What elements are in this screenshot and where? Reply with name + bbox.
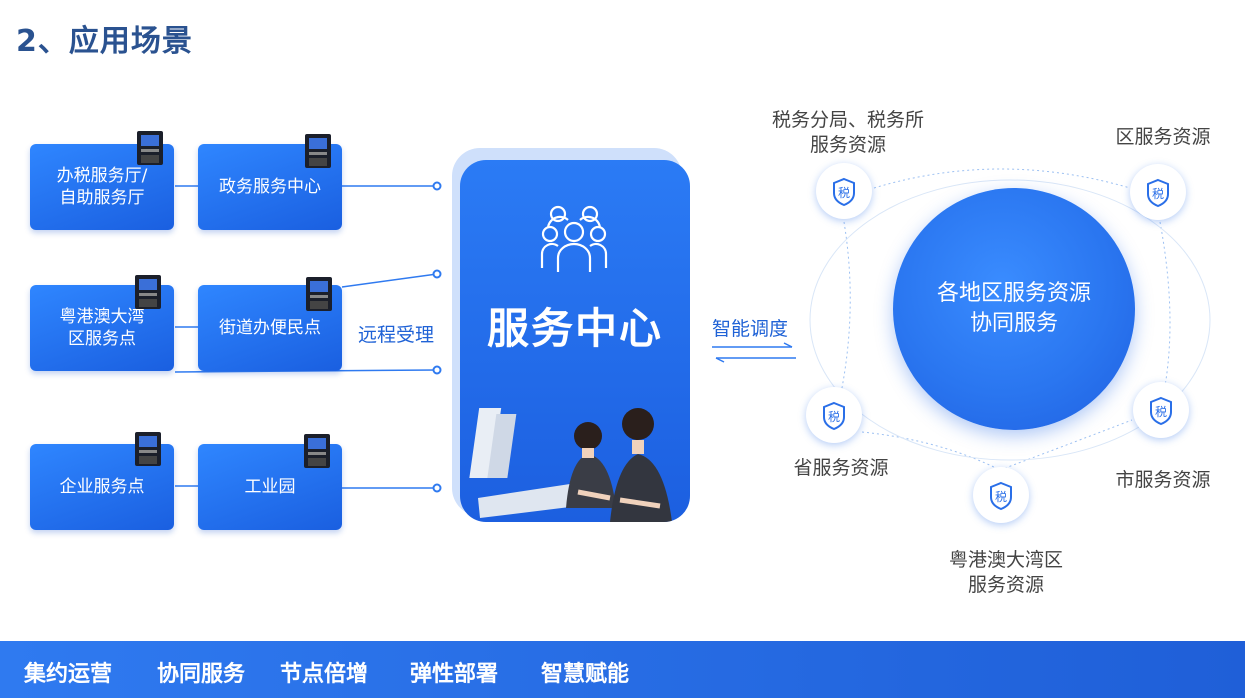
hub-line-1: 各地区服务资源 [936, 281, 1091, 306]
footer-bar: 集约运营 协同服务 节点倍增 弹性部署 智慧赋能 [0, 641, 1245, 698]
box-label-line: 工业园 [244, 477, 296, 497]
resource-label-line: 区服务资源 [1115, 126, 1211, 148]
box-label-line: 政务服务中心 [219, 177, 321, 197]
badge-text: 税 [1152, 187, 1164, 201]
tax-badge-icon: 税 [816, 163, 872, 219]
footer-item: 节点倍增 [280, 662, 369, 687]
kiosk-icon [137, 131, 163, 165]
badge-text: 税 [1155, 405, 1167, 419]
footer-item: 协同服务 [157, 662, 246, 687]
resource-label-line: 省服务资源 [793, 457, 889, 479]
tax-badge-icon: 税 [973, 467, 1029, 523]
kiosk-icon [305, 134, 331, 168]
footer-item: 弹性部署 [410, 662, 499, 687]
resource-hub: 各地区服务资源 协同服务 [893, 188, 1135, 430]
resource-label-line: 服务资源 [809, 134, 886, 156]
resource-label-line: 税务分局、税务所 [771, 109, 924, 131]
hub-line-2: 协同服务 [969, 311, 1058, 336]
kiosk-icon [306, 277, 332, 311]
resource-label-province: 省服务资源 [786, 456, 896, 481]
footer-item: 智慧赋能 [541, 662, 630, 687]
resource-label-bureau: 税务分局、税务所 服务资源 [762, 108, 934, 158]
team-icon [540, 205, 608, 272]
kiosk-icon [135, 275, 161, 309]
resource-label-district: 区服务资源 [1108, 125, 1218, 150]
badge-text: 税 [995, 490, 1007, 504]
service-center-title: 服务中心 [486, 304, 663, 353]
resource-label-line: 市服务资源 [1115, 469, 1211, 491]
resource-label-gba: 粤港澳大湾区 服务资源 [940, 548, 1072, 598]
smart-scheduling-label: 智能调度 [712, 318, 789, 340]
box-label-line: 街道办便民点 [219, 318, 321, 338]
box-label-line: 区服务点 [68, 329, 136, 349]
kiosk-icon [135, 432, 161, 466]
service-point-gba: 粤港澳大湾区服务点 [30, 285, 174, 371]
box-label-line: 办税服务厅/ [56, 166, 148, 186]
call-center-illustration [469, 408, 672, 522]
box-label-line: 粤港澳大湾 [59, 307, 145, 327]
remote-accept-label: 远程受理 [358, 324, 435, 346]
resource-label-line: 粤港澳大湾区 [948, 549, 1063, 571]
service-center-card: 服务中心 [460, 160, 690, 522]
box-label-line: 自助服务厅 [59, 188, 145, 208]
resource-label-line: 服务资源 [967, 574, 1044, 596]
badge-text: 税 [838, 186, 850, 200]
page-title: 2、应用场景 [16, 24, 193, 59]
tax-badge-icon: 税 [1130, 164, 1186, 220]
footer-item: 集约运营 [24, 662, 113, 687]
kiosk-icon [304, 434, 330, 468]
box-label-line: 企业服务点 [59, 477, 145, 497]
badge-text: 税 [828, 410, 840, 424]
resource-label-city: 市服务资源 [1108, 468, 1218, 493]
tax-badge-icon: 税 [806, 387, 862, 443]
tax-badge-icon: 税 [1133, 382, 1189, 438]
